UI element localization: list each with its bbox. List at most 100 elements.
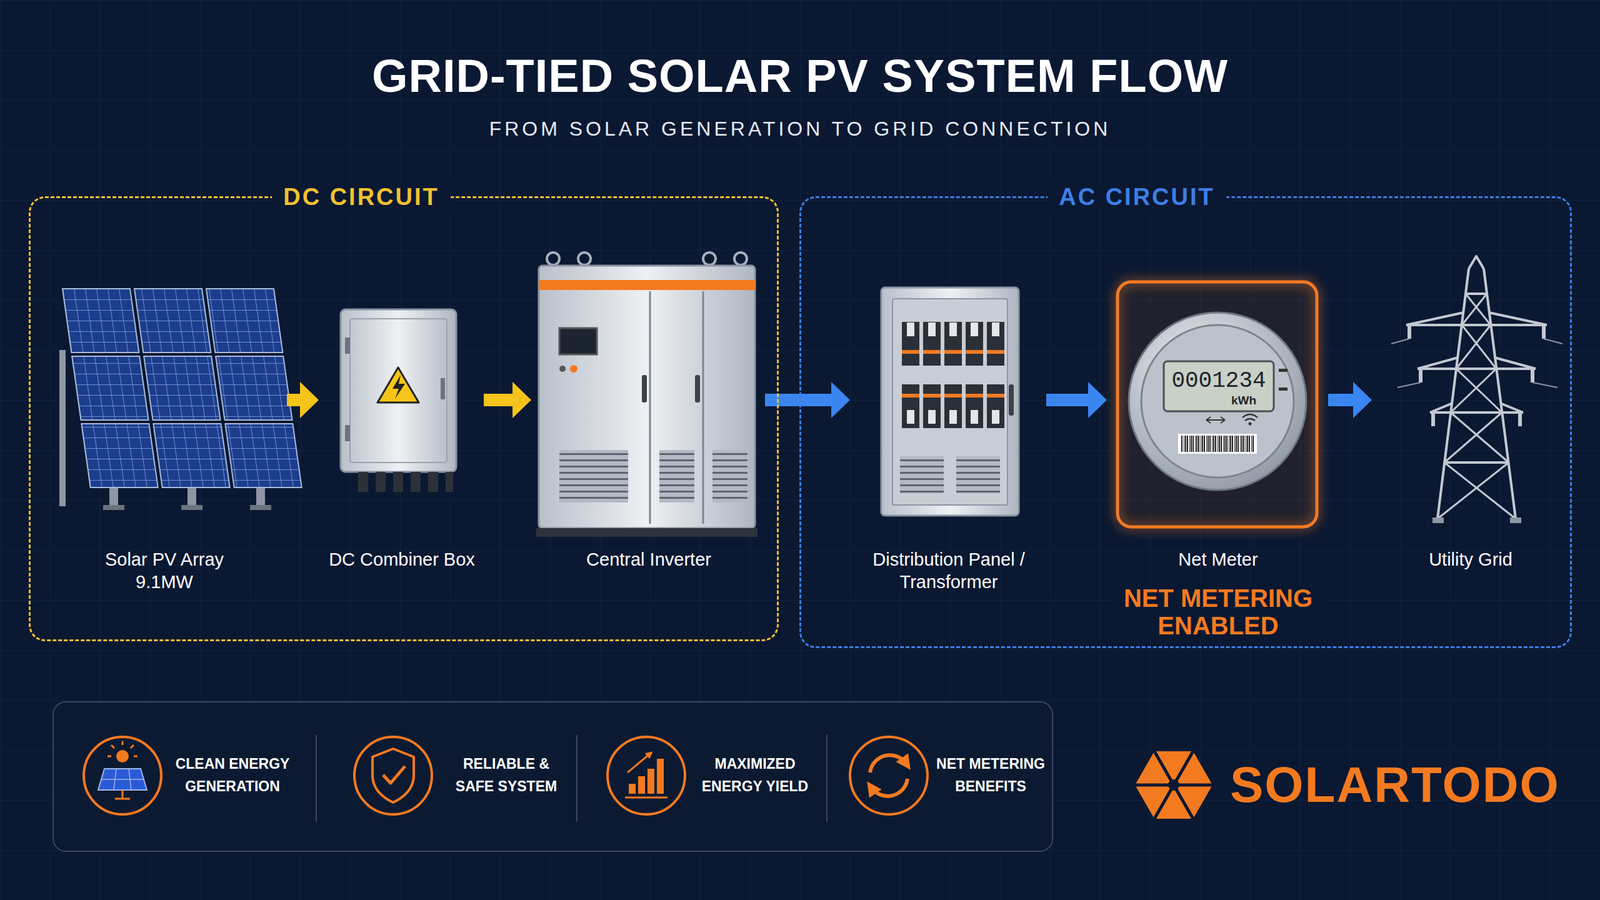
flow-arrow <box>1328 393 1355 407</box>
solar-array-illustration <box>225 423 302 488</box>
features-panel <box>53 701 1053 852</box>
transmission-tower-illustration <box>1406 312 1547 413</box>
solar-array-illustration <box>206 288 283 353</box>
transmission-tower-illustration <box>1409 325 1544 427</box>
inverter-illustration <box>650 291 704 524</box>
features-panel <box>850 736 928 815</box>
net-meter-illustration <box>1180 435 1255 452</box>
net-meter-illustration <box>1242 414 1258 421</box>
distribution-panel-illustration <box>892 298 1008 505</box>
net-meter-illustration <box>1128 312 1307 490</box>
transmission-tower-illustration <box>1391 256 1563 524</box>
inverter-illustration <box>703 252 716 265</box>
shield-icon <box>372 748 414 803</box>
component-node: Solar PV Array9.1MW <box>45 283 284 594</box>
solar-array-illustration <box>134 288 211 353</box>
component-note: NET METERING ENABLED <box>1111 584 1325 640</box>
meter-reading: 0001234 <box>1171 367 1266 395</box>
yield-icon <box>627 753 650 773</box>
solar-array-illustration <box>250 505 272 510</box>
solar-array-illustration <box>62 288 302 488</box>
combiner-box-illustration <box>350 318 447 463</box>
combiner-box-illustration <box>393 471 404 492</box>
flow-arrow <box>765 393 833 407</box>
combiner-box-illustration <box>440 378 445 400</box>
inverter-illustration <box>536 252 758 537</box>
solar-array-illustration <box>153 423 230 488</box>
component-label: Central Inverter <box>536 548 762 571</box>
distribution-panel-illustration <box>881 287 1019 516</box>
component-label: Utility Grid <box>1376 548 1565 571</box>
yield-icon <box>638 776 645 794</box>
solar-array-illustration <box>59 288 302 510</box>
circuit-group: DC CIRCUITSolar PV Array9.1MWDC Combiner… <box>28 196 779 642</box>
net-metering-icon <box>871 778 908 797</box>
brand-logo <box>1135 751 1213 819</box>
inverter-illustration <box>695 375 700 403</box>
net-meter-illustration <box>1278 368 1288 372</box>
net-meter-illustration <box>1163 361 1274 412</box>
combiner-box-illustration <box>340 309 457 492</box>
inverter-illustration <box>559 365 566 372</box>
brand-name: SOLARTODO <box>1230 755 1560 815</box>
flow-arrow <box>286 393 302 407</box>
inverter-illustration <box>546 252 560 265</box>
distribution-panel-illustration <box>900 321 1007 366</box>
shield-icon <box>383 766 405 784</box>
circuit-group: AC CIRCUITDistribution Panel / Transform… <box>799 196 1572 649</box>
features-panel <box>354 736 432 815</box>
distribution-panel-illustration <box>956 456 1000 494</box>
inverter-illustration <box>538 265 755 529</box>
transmission-tower-illustration <box>1437 256 1516 519</box>
component-node: Net MeterNET METERING ENABLED <box>1111 283 1325 640</box>
inverter-illustration <box>538 280 755 290</box>
features-panel <box>607 736 685 815</box>
inverter-illustration <box>559 328 597 355</box>
net-meter-illustration <box>1178 433 1257 454</box>
transmission-tower-illustration <box>1437 293 1516 519</box>
solar-array-illustration <box>71 356 149 420</box>
net-meter-illustration <box>1117 281 1317 527</box>
features-panel <box>53 701 1053 852</box>
component-label: Solar PV Array <box>45 548 284 571</box>
distribution-panel-illustration <box>1008 384 1014 416</box>
feature-label: MAXIMIZED ENERGY YIELD <box>693 753 817 798</box>
net-meter-illustration <box>1278 387 1288 391</box>
clean-energy-icon <box>107 741 138 757</box>
clean-energy-icon <box>101 768 144 790</box>
component-label: DC Combiner Box <box>323 548 480 571</box>
transmission-tower-illustration <box>1391 338 1563 388</box>
component-note: 9.1MW <box>45 570 284 594</box>
distribution-panel-illustration <box>900 456 944 494</box>
solar-array-illustration <box>59 350 66 507</box>
distribution-panel-illustration <box>900 384 1007 429</box>
combiner-box-illustration <box>375 471 386 492</box>
solar-array-illustration <box>187 486 197 508</box>
inverter-illustration <box>559 450 629 503</box>
clean-energy-icon <box>98 768 147 790</box>
yield-icon <box>628 783 636 794</box>
component-node: DC Combiner Box <box>323 308 480 571</box>
solar-array-illustration <box>81 423 158 488</box>
yield-icon <box>656 758 664 794</box>
transmission-tower-illustration <box>1444 293 1509 463</box>
component-node: Utility Grid <box>1376 267 1565 571</box>
features-panel <box>316 735 827 822</box>
diagram-title: GRID-TIED SOLAR PV SYSTEM FLOW <box>371 50 1229 102</box>
inverter-illustration <box>734 252 747 265</box>
combiner-box-illustration <box>358 471 369 492</box>
solar-array-illustration <box>181 505 203 510</box>
shield-icon <box>372 748 414 803</box>
combiner-box-illustration <box>428 471 439 492</box>
feature-label: NET METERING BENEFITS <box>929 753 1052 798</box>
solar-array-illustration <box>62 288 139 353</box>
net-meter-illustration <box>1206 416 1225 424</box>
inverter-illustration <box>578 252 591 265</box>
combiner-box-illustration <box>377 367 419 403</box>
component-node: Distribution Panel / Transformer <box>855 286 1043 594</box>
component-node: Central Inverter <box>536 258 762 571</box>
net-meter-illustration <box>1117 281 1317 527</box>
